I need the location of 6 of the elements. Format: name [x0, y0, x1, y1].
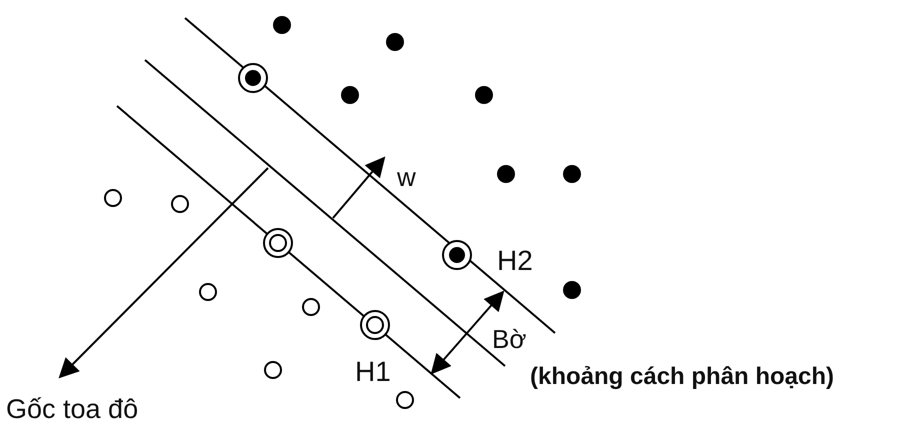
vector-label: w — [397, 164, 416, 190]
hyperplane-label: H1 — [355, 358, 391, 386]
margin-note: (khoảng cách phân hoạch) — [530, 365, 834, 389]
hyperplane-label: H2 — [497, 247, 533, 275]
margin-label: Bờ — [492, 326, 526, 352]
origin-label: Gốc toa đô — [6, 396, 138, 423]
